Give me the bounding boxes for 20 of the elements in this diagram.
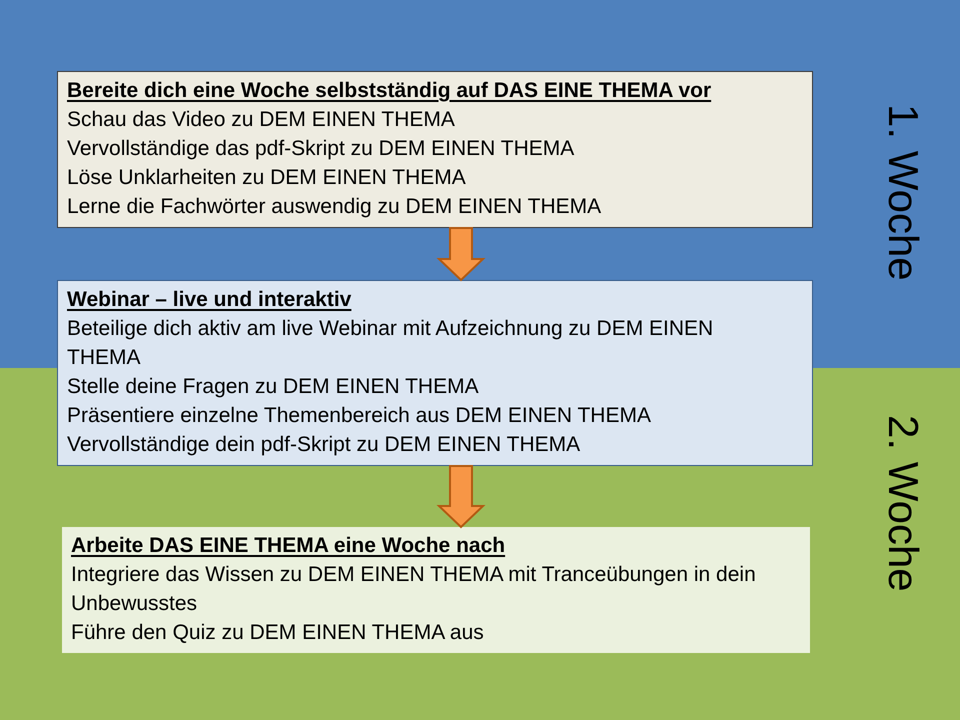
box-heading: Arbeite DAS EINE THEMA eine Woche nach xyxy=(71,533,506,559)
task-text: Lerne die Fachwörter auswendig zu DEM EINEN THEMA xyxy=(67,194,602,220)
week-label: 2. Woche xyxy=(880,415,926,592)
task-text: Integriere das Wissen zu DEM EINEN THEMA mit Tranceübungen in dein Unbewusstes xyxy=(71,562,757,617)
box-heading: Bereite dich eine Woche selbstständig auf DAS EINE THEMA vor xyxy=(67,78,712,104)
task-text: Stelle deine Fragen zu DEM EINEN THEMA xyxy=(67,374,480,400)
block-arrow xyxy=(436,227,486,282)
task-text: Vervollständige dein pdf-Skript zu DEM EINEN THEMA xyxy=(67,432,582,458)
task-text: Beteilige dich aktiv am live Webinar mit Aufzeichnung zu DEM EINEN THEMA xyxy=(67,316,714,371)
box-heading: Webinar – live und interaktiv xyxy=(67,287,352,313)
task-text: Vervollständige das pdf-Skript zu DEM EINEN THEMA xyxy=(67,136,576,162)
task-box xyxy=(57,71,813,228)
task-text: Präsentiere einzelne Themenbereich aus DEM EINEN THEMA xyxy=(67,403,652,429)
week-label: 1. Woche xyxy=(880,104,926,281)
task-text: Löse Unklarheiten zu DEM EINEN THEMA xyxy=(67,165,467,191)
task-text: Schau das Video zu DEM EINEN THEMA xyxy=(67,107,456,133)
task-box xyxy=(57,280,813,466)
task-text: Führe den Quiz zu DEM EINEN THEMA aus xyxy=(71,620,485,646)
block-arrow xyxy=(436,465,486,528)
task-box xyxy=(62,527,810,653)
